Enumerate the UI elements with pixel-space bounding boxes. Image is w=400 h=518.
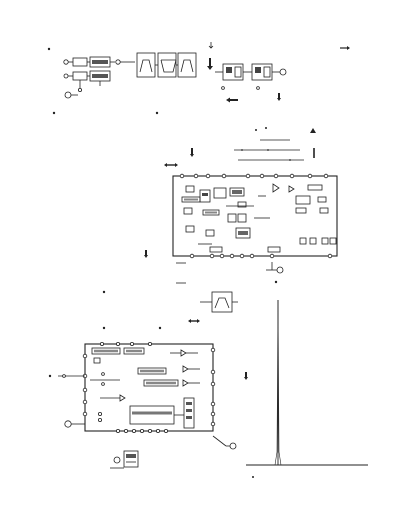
processor-block (199, 189, 211, 203)
ground-symbol (276, 266, 284, 274)
ground-symbol (229, 442, 237, 450)
bottom-port-row (116, 428, 168, 433)
small-node (98, 417, 103, 422)
connector-block (329, 237, 337, 245)
small-node (158, 326, 162, 330)
small-node (155, 111, 159, 115)
register-block (137, 367, 167, 375)
small-node (256, 86, 260, 90)
waveform-display-block (177, 52, 197, 78)
left-port-row (82, 353, 88, 417)
chip-block (185, 185, 195, 193)
small-node (52, 111, 56, 115)
processor-block (307, 184, 323, 191)
processor-block (205, 229, 215, 237)
small-node (274, 280, 278, 284)
ground-symbol (64, 91, 72, 99)
connector-block (183, 397, 195, 429)
filter-block (72, 57, 88, 67)
bus-block (202, 209, 220, 216)
chip-block (185, 225, 195, 233)
chip-block (183, 207, 193, 215)
top-left-signal-chain (47, 47, 197, 115)
amplifier-triangle (180, 349, 187, 357)
small-node (102, 290, 106, 294)
amplifier-triangle (182, 365, 189, 373)
processor-block (235, 227, 251, 239)
annotation-cluster (234, 127, 316, 161)
middle-right-module (102, 127, 338, 294)
amplifier-triangle (119, 394, 126, 402)
waveform-display-block (136, 52, 156, 78)
bottom-left-module (48, 326, 248, 450)
processor-block (229, 187, 245, 197)
connector-block (309, 237, 317, 245)
small-node (221, 86, 225, 90)
amplifier-triangle (288, 185, 295, 193)
small-node (101, 372, 105, 376)
module-frame (172, 175, 338, 257)
output-symbol (279, 68, 287, 76)
port-circle (63, 59, 69, 65)
bus-block (209, 246, 223, 253)
bottom-port-row (189, 253, 333, 259)
amplifier-triangle (182, 379, 189, 387)
memory-block (129, 405, 175, 425)
small-node (98, 411, 103, 416)
port-circle (63, 73, 69, 79)
mixer-node (115, 59, 121, 65)
processor-block (319, 207, 329, 214)
waveform-display-block (157, 52, 177, 78)
small-node (48, 374, 52, 378)
register-block (91, 347, 121, 355)
register-block (143, 379, 179, 387)
processor-block (237, 201, 247, 208)
processor-block (295, 195, 311, 205)
ground-symbol (64, 420, 72, 428)
ground-node (78, 88, 83, 93)
register-block (123, 347, 145, 355)
connector-block (299, 237, 307, 245)
filter-block (72, 71, 88, 81)
spectrum-plot (246, 299, 368, 478)
small-node (62, 374, 66, 378)
arrow-down-icon (208, 42, 214, 49)
processor-block (295, 207, 307, 214)
legend-box (110, 450, 139, 469)
input-node-marker (47, 47, 51, 51)
processor-block (237, 213, 247, 223)
bus-block (267, 246, 281, 253)
top-port-row (100, 341, 152, 346)
processor-block (213, 187, 227, 199)
chip-block (93, 357, 101, 364)
top-right-signal-chain (207, 42, 350, 103)
small-node (102, 326, 106, 330)
spectrum-peak-base (274, 299, 282, 466)
amplifier-triangle (272, 183, 280, 193)
ground-symbol (113, 456, 121, 464)
filter-display (188, 291, 238, 323)
small-node (252, 476, 254, 478)
top-port-row (179, 173, 329, 179)
right-port-row (210, 347, 216, 427)
connector-block (321, 237, 329, 245)
processor-block (317, 196, 327, 203)
processor-block (227, 213, 237, 223)
small-node (101, 382, 105, 386)
